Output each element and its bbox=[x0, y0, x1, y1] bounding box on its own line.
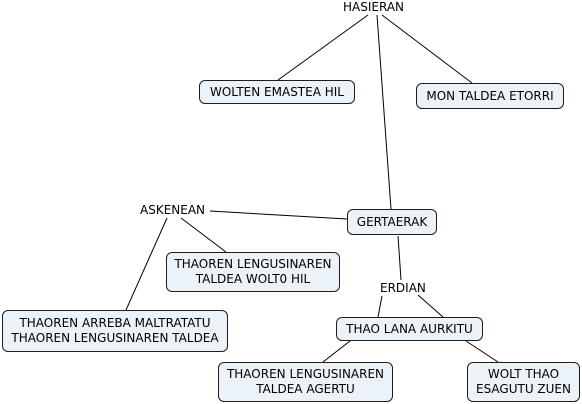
link-gertaerak-erdian bbox=[397, 235, 402, 281]
node-wolt-thao-esagutu-zuen[interactable]: WOLT THAO ESAGUTU ZUEN bbox=[467, 362, 580, 402]
link-thao-lana-wolt-thao bbox=[465, 340, 499, 363]
concept-askenean: ASKENEAN bbox=[140, 203, 206, 217]
concept-erdian: ERDIAN bbox=[380, 281, 426, 295]
node-gertaerak[interactable]: GERTAERAK bbox=[347, 209, 437, 235]
node-thao-lana-aurkitu[interactable]: THAO LANA AURKITU bbox=[336, 317, 483, 341]
node-thaoren-lengusinaren-taldea-agertu[interactable]: THAOREN LENGUSINAREN TALDEA AGERTU bbox=[218, 362, 393, 402]
link-askenean-gertaerak bbox=[209, 210, 348, 220]
node-mon-taldea-etorri[interactable]: MON TALDEA ETORRI bbox=[416, 83, 564, 109]
node-thaoren-lengusinaren-taldea-wolt0-hil[interactable]: THAOREN LENGUSINAREN TALDEA WOLT0 HIL bbox=[166, 252, 340, 292]
link-askenean-lengusinaren-wolt0 bbox=[180, 217, 227, 253]
link-erdian-thao-lana-left bbox=[377, 295, 383, 318]
link-hasieran-mon bbox=[381, 14, 473, 84]
link-thao-lana-agertu bbox=[322, 340, 351, 363]
link-hasieran-wolten bbox=[277, 14, 369, 81]
link-erdian-thao-lana-right bbox=[417, 294, 444, 318]
node-thaoren-arreba-maltratatu[interactable]: THAOREN ARREBA MALTRATATU THAOREN LENGUS… bbox=[2, 310, 228, 352]
node-wolten-emastea-hil[interactable]: WOLTEN EMASTEA HIL bbox=[199, 80, 355, 104]
concept-hasieran: HASIERAN bbox=[343, 0, 405, 14]
link-hasieran-gertaerak bbox=[376, 14, 392, 210]
link-askenean-arreba bbox=[125, 217, 168, 311]
